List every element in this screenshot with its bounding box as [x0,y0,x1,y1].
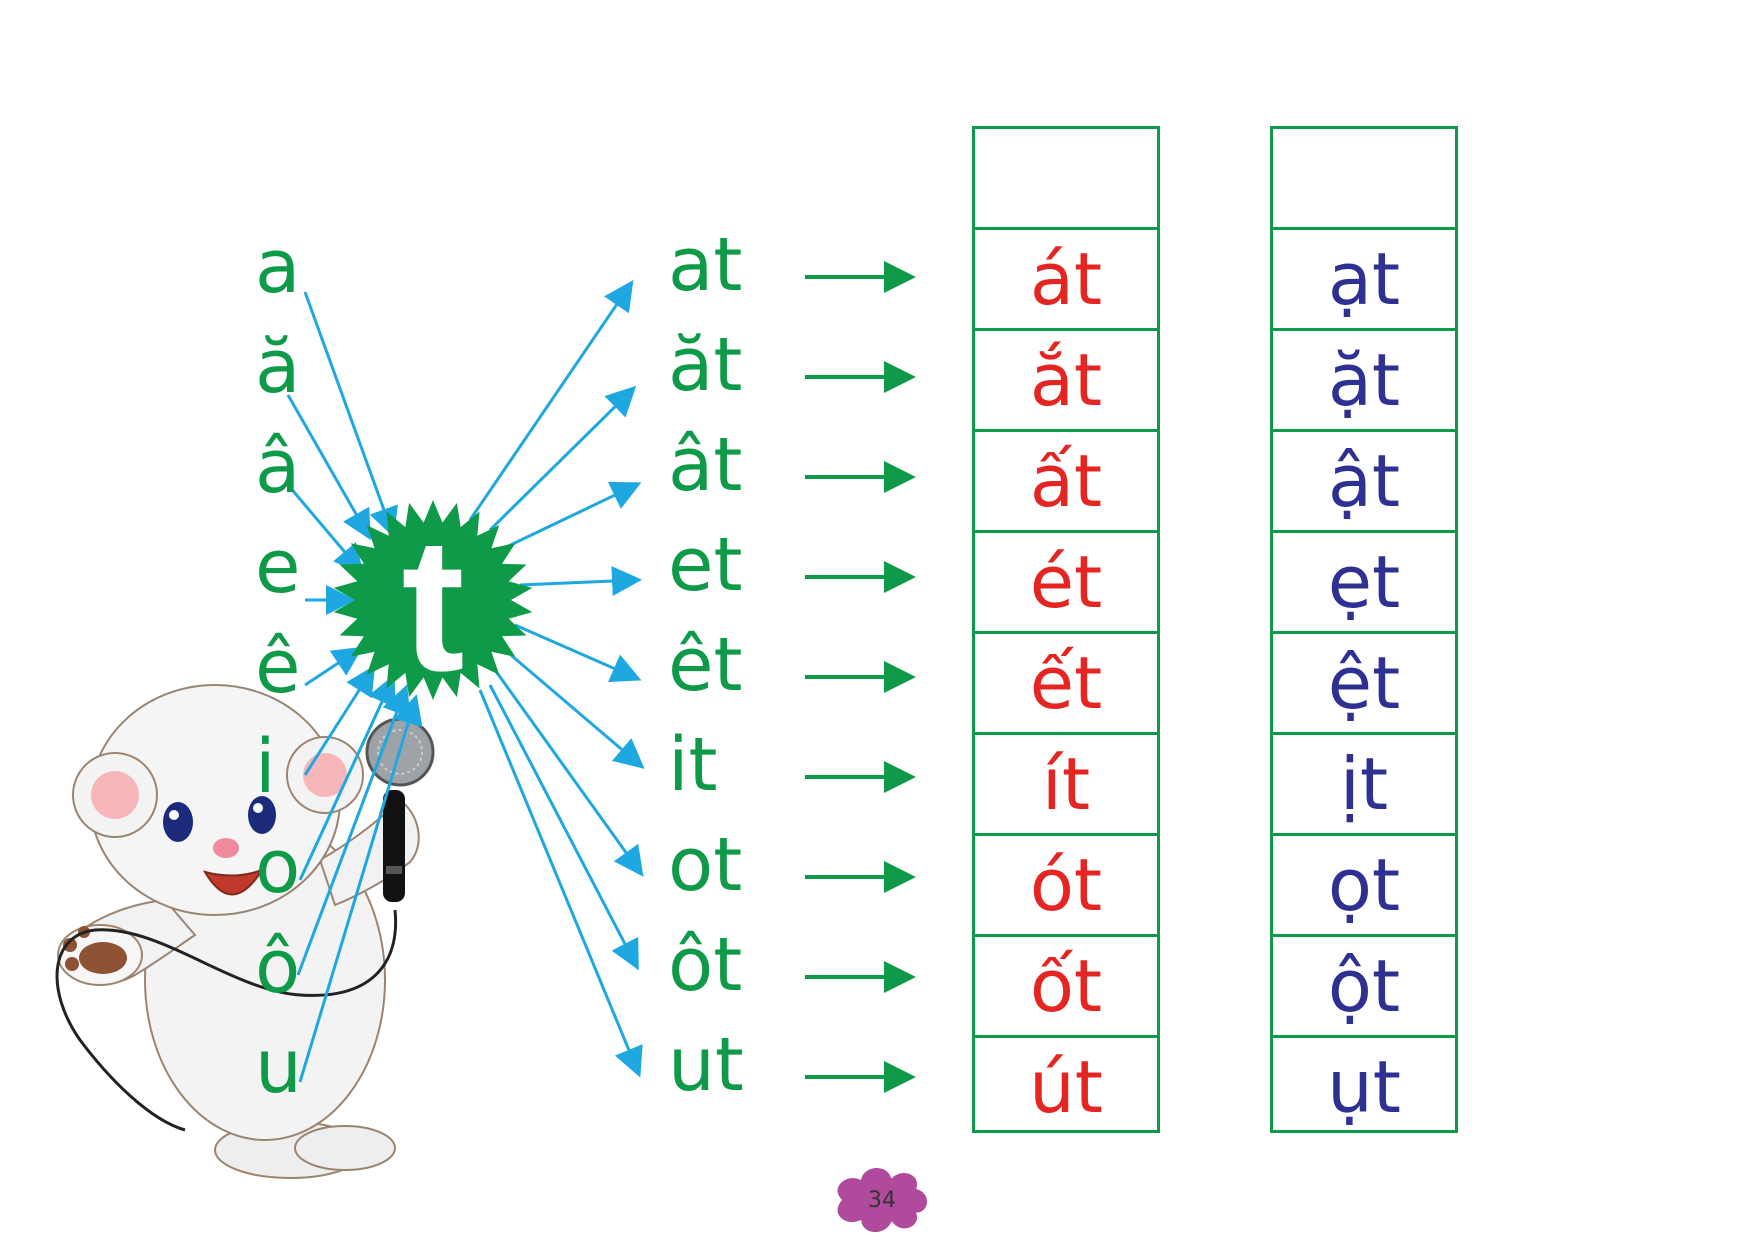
sac-syllable: ít [1041,742,1091,826]
nang-row: ạt [1273,227,1455,328]
nang-syllable: ạt [1327,237,1401,321]
syllable-2: ât [668,422,743,508]
syllable-arrow [488,385,637,532]
vowel-3: e [255,524,301,610]
vowel-arrow [303,291,398,538]
incoming-arrows [286,291,423,1083]
sac-syllable: ót [1029,843,1103,927]
syllable-arrow [499,481,642,552]
vowel-arrow [304,646,364,687]
sac-header-row [975,129,1157,230]
sac-row: út [975,1035,1157,1136]
nang-syllable: ọt [1327,843,1401,927]
microphone-icon [365,717,435,902]
syllable-6: ot [668,822,743,908]
syllable-arrow [468,280,634,521]
nang-syllable: ật [1327,439,1401,523]
syllable-arrow [478,689,643,1078]
syllable-0: at [668,222,743,308]
nang-row: ột [1273,934,1455,1035]
vowel-5: i [255,724,276,810]
syllable-3: et [668,522,743,608]
sac-syllable: ất [1029,439,1103,523]
starburst-icon [333,500,533,700]
sac-row: ất [975,429,1157,530]
sac-row: ót [975,833,1157,934]
nang-row: ịt [1273,732,1455,833]
green-arrows [805,261,916,1093]
sac-row: ắt [975,328,1157,429]
sac-syllable: út [1029,1045,1103,1129]
nang-row: ệt [1273,631,1455,732]
syllable-8: ut [668,1022,744,1108]
syllable-7: ôt [668,922,743,1008]
sac-row: ốt [975,934,1157,1035]
vowel-4: ê [255,624,301,710]
nang-syllable: ẹt [1327,540,1401,624]
sac-syllable: ết [1029,641,1103,725]
nang-syllable: ột [1327,944,1401,1028]
bear-mascot-icon [55,684,435,1179]
syllable-5: it [668,722,718,808]
syllable-arrow [514,623,642,683]
nang-syllable: ệt [1327,641,1401,725]
nang-row: ặt [1273,328,1455,429]
vowel-2: â [255,424,301,510]
syllable-1: ăt [668,322,743,408]
vowel-arrow [298,674,396,881]
nang-header-row [1273,129,1455,230]
nang-syllable: ặt [1327,338,1401,422]
nang-syllable: ịt [1339,742,1389,826]
outgoing-arrows [468,280,645,1078]
vowel-arrow [286,394,371,541]
sac-syllable: ắt [1029,338,1103,422]
sac-row: ét [975,530,1157,631]
vowel-arrow [303,664,376,776]
sac-tone-table: át ắt ất ét ết ít ót ốt út [972,126,1160,1133]
vowel-arrow [286,484,364,575]
vowel-7: ô [255,924,301,1010]
syllable-arrow [493,669,644,877]
page-number-badge [834,1165,930,1235]
vowel-6: o [255,824,301,910]
vowel-1: ă [255,324,301,410]
syllable-arrow [519,566,642,597]
nang-row: ẹt [1273,530,1455,631]
sac-syllable: át [1029,237,1103,321]
sac-row: ết [975,631,1157,732]
syllable-arrow [504,648,645,769]
sac-row: ít [975,732,1157,833]
syllable-4: êt [668,622,743,708]
nang-row: ọt [1273,833,1455,934]
center-letter: t [401,499,464,711]
sac-row: át [975,227,1157,328]
sac-syllable: ét [1029,540,1103,624]
nang-tone-table: ạt ặt ật ẹt ệt ịt ọt ột ụt [1270,126,1458,1133]
vowel-8: u [255,1024,302,1110]
syllable-arrow [488,684,639,971]
vowel-0: a [255,224,301,310]
nang-row: ụt [1273,1035,1455,1136]
nang-syllable: ụt [1327,1045,1401,1129]
page-number: 34 [868,1187,896,1213]
vowel-arrow [298,694,423,1083]
vowel-arrow [296,684,411,976]
nang-row: ật [1273,429,1455,530]
sac-syllable: ốt [1029,944,1103,1028]
